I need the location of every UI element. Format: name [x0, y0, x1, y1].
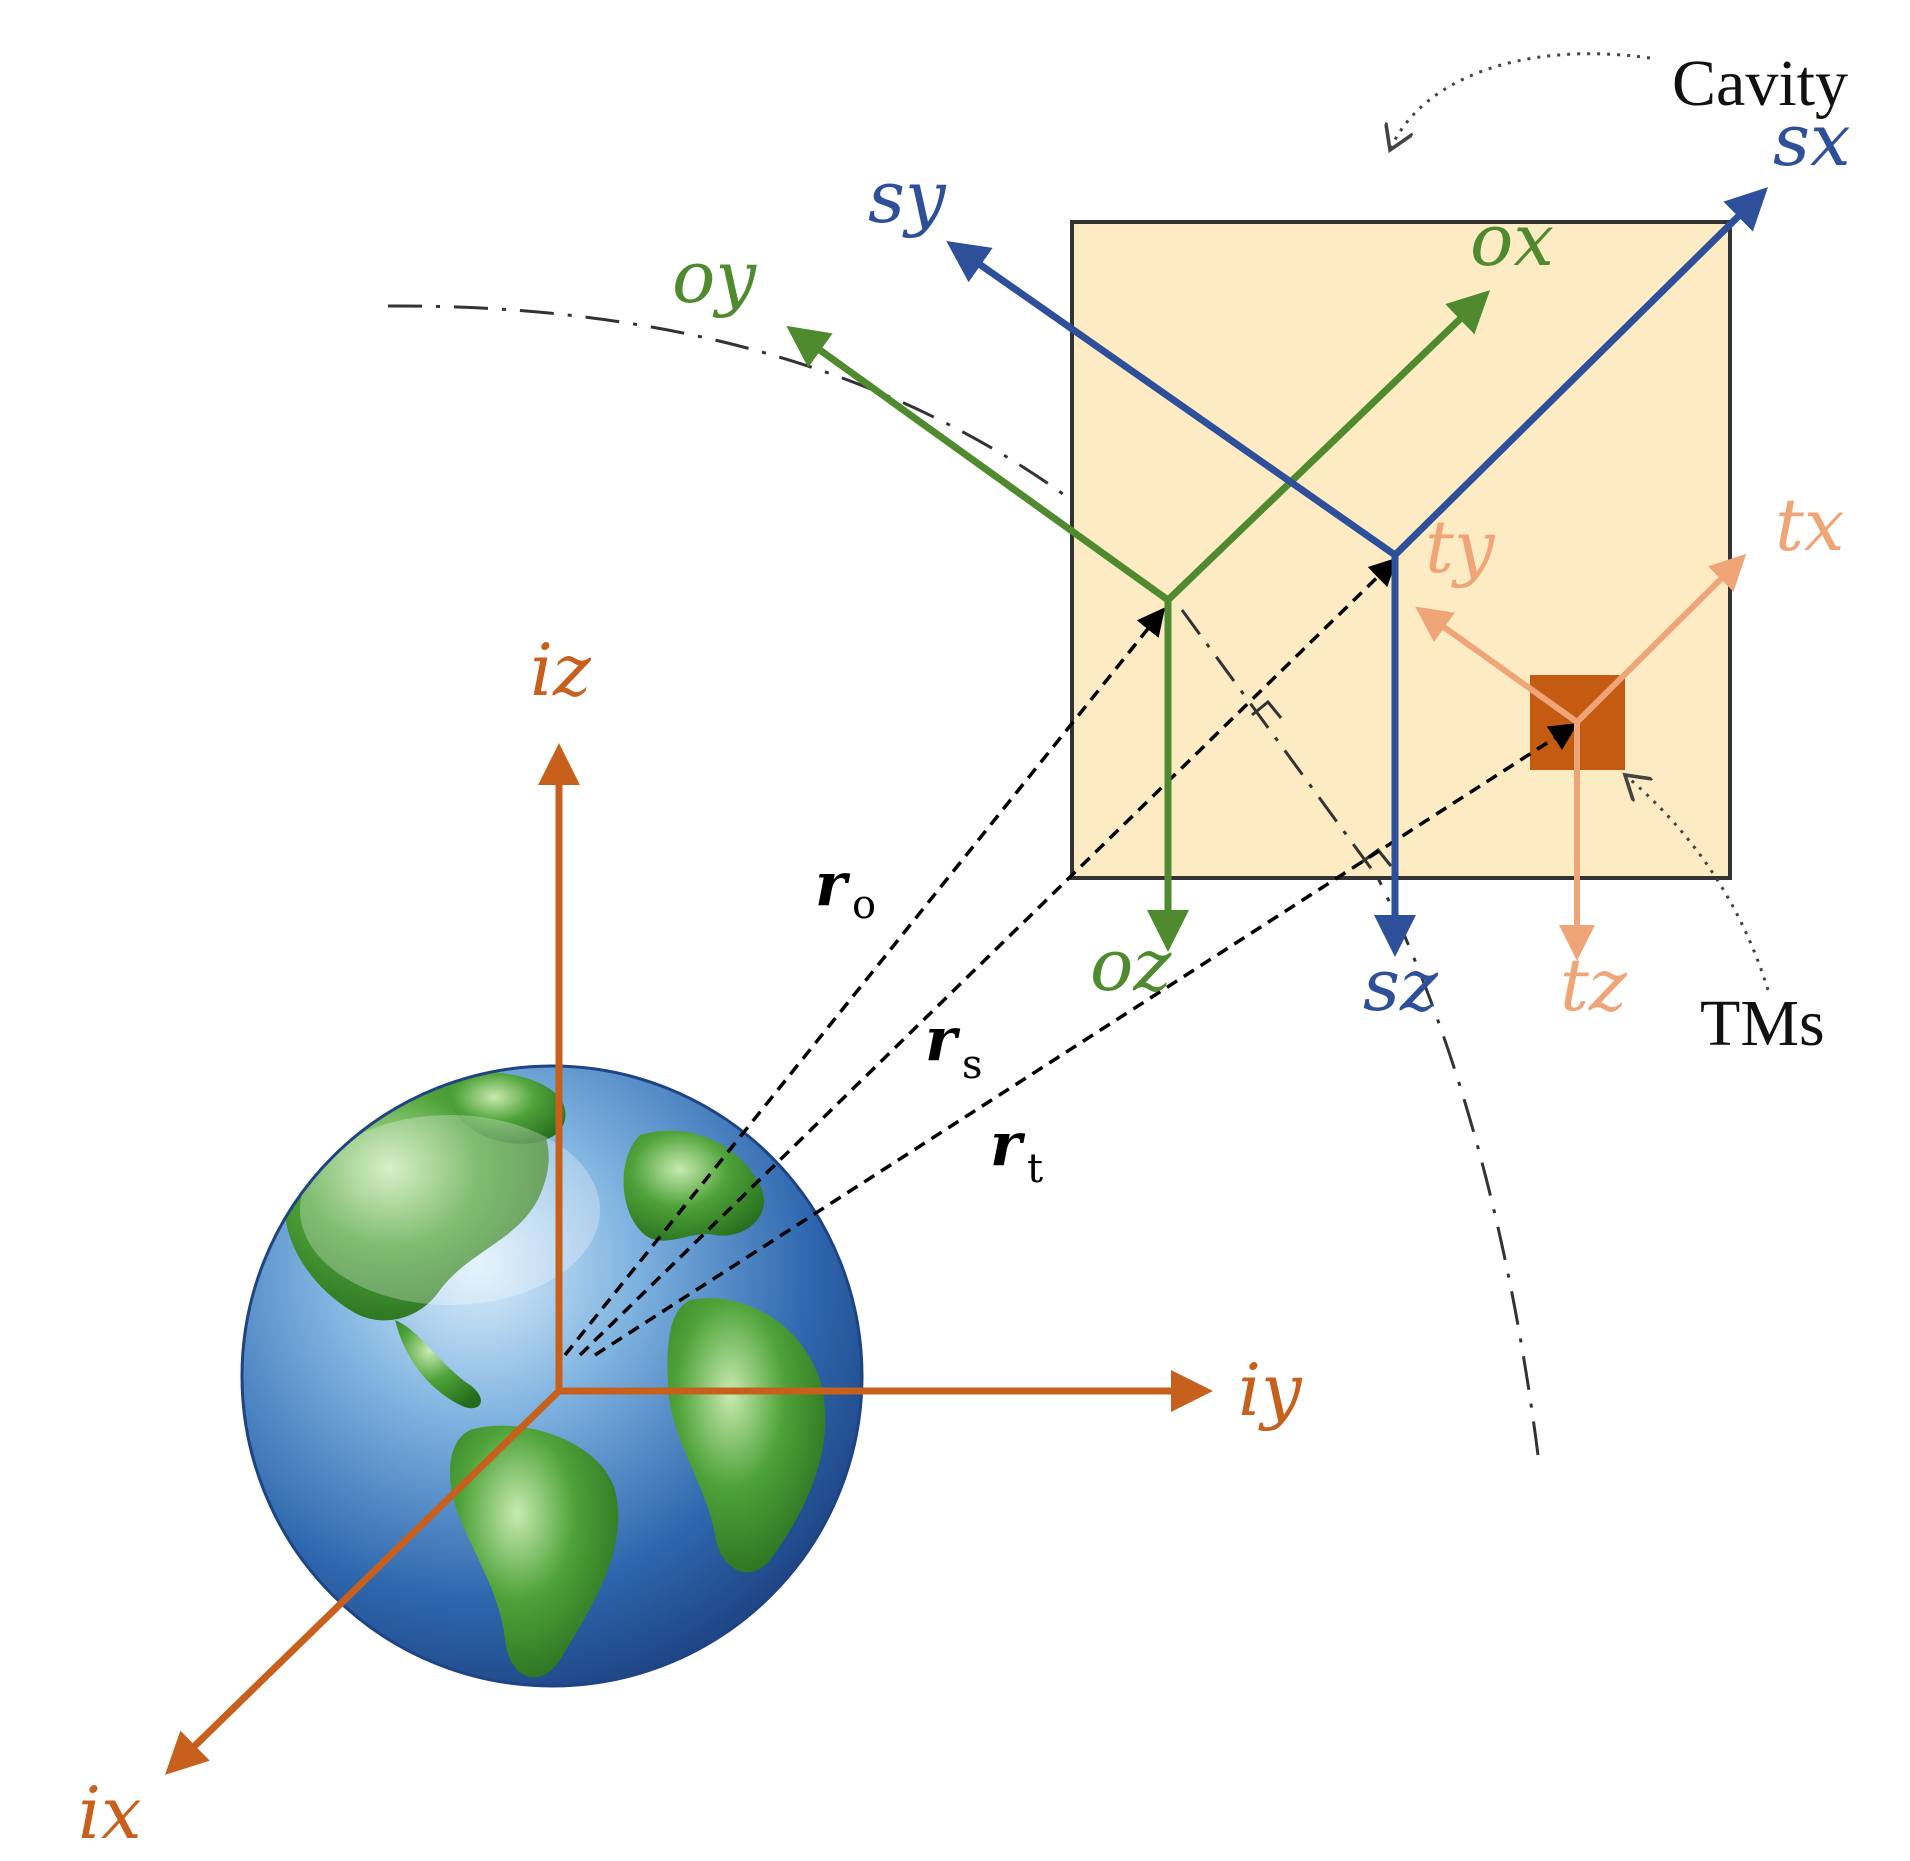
test-mass-frame	[1415, 553, 1747, 961]
label-oy: oy	[672, 235, 757, 319]
label-iz: iz	[530, 628, 592, 712]
label-sy: sy	[868, 155, 947, 239]
vector-r-t	[594, 723, 1578, 1357]
right-angle-mark	[1251, 699, 1283, 719]
spacecraft-frame	[946, 187, 1768, 957]
label-cavity: Cavity	[1672, 47, 1848, 120]
label-oz: oz	[1090, 923, 1172, 1007]
vector-r-s	[578, 557, 1398, 1357]
label-r-s: r	[925, 1005, 961, 1075]
label-r-s-sub: s	[962, 1042, 983, 1088]
label-tx: tx	[1775, 483, 1845, 567]
axis-ty	[1415, 606, 1579, 725]
axis-oy	[786, 325, 1171, 603]
label-r-t-sub: t	[1027, 1146, 1043, 1192]
label-ty: ty	[1425, 505, 1496, 589]
label-r-o-sub: o	[852, 882, 876, 928]
optical-frame	[786, 290, 1491, 952]
axis-sy	[946, 240, 1398, 558]
label-ox: ox	[1470, 198, 1554, 282]
label-tms: TMs	[1700, 987, 1825, 1060]
axis-ox	[1165, 290, 1491, 603]
label-tz: tz	[1560, 943, 1628, 1027]
label-sx: sx	[1773, 98, 1851, 182]
axis-tx	[1574, 553, 1747, 725]
cavity-dashdot-line	[1180, 609, 1380, 879]
earth-globe-icon	[240, 1064, 864, 1688]
label-ix: ix	[78, 1771, 142, 1855]
label-iy: iy	[1238, 1348, 1303, 1432]
inertial-frame	[164, 743, 1213, 1775]
axis-ix	[164, 1388, 562, 1775]
label-sz: sz	[1363, 943, 1439, 1027]
axis-sx	[1392, 187, 1768, 558]
cavity-callout-arrow	[1390, 52, 1651, 150]
label-r-o: r	[815, 850, 851, 920]
label-r-t: r	[990, 1110, 1026, 1180]
